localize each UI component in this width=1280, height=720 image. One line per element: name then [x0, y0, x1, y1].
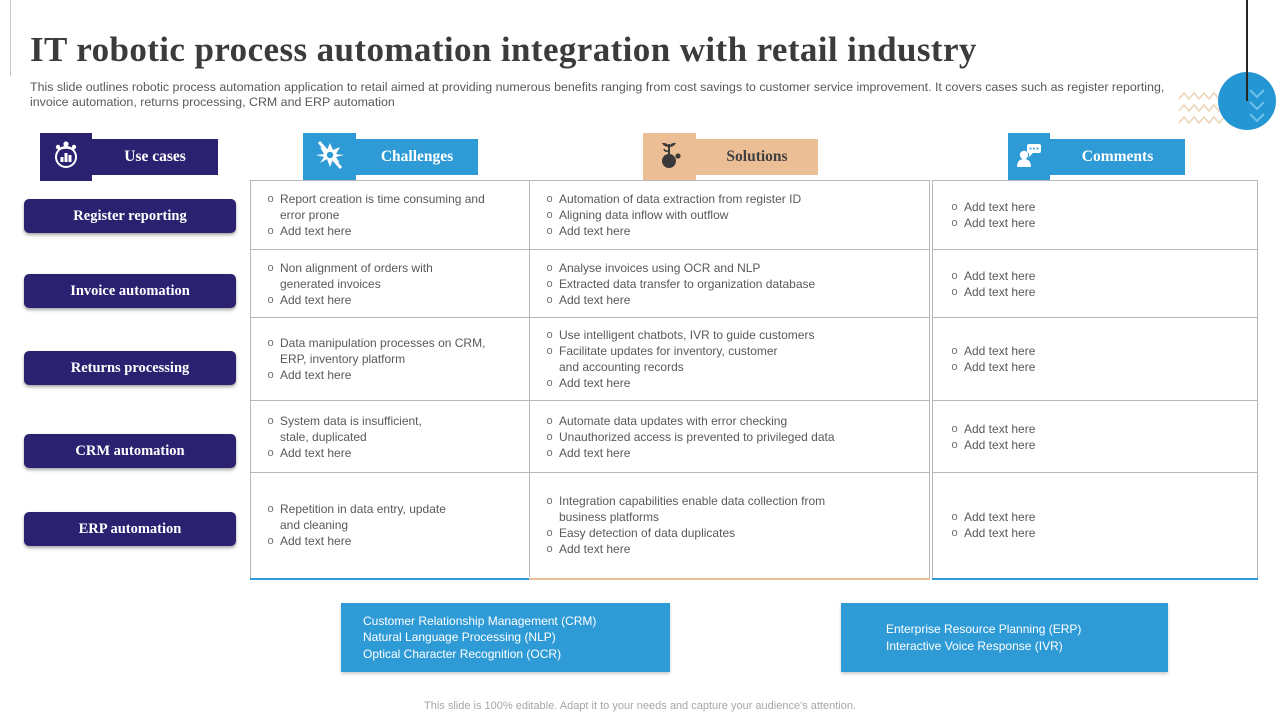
growing-plant-icon: [654, 138, 686, 177]
process-management-chart-icon: [49, 138, 83, 177]
challenges-cell[interactable]: Report creation is time consuming and er…: [251, 181, 529, 249]
challenge-text: System data is insufficient, stale, dupl…: [280, 413, 422, 444]
solution-text: Integration capabilities enable data col…: [559, 494, 826, 524]
challenge-text: Add text here: [280, 445, 352, 460]
table-row: Non alignment of orders with generated i…: [251, 250, 929, 318]
solutions-cell[interactable]: Automation of data extraction from regis…: [529, 181, 929, 249]
solution-text: Add text here: [559, 542, 631, 556]
comments-cell[interactable]: Add text here Add text here: [933, 181, 1257, 249]
challenge-text: Add text here: [280, 224, 352, 238]
solution-text: Automate data updates with error checkin…: [559, 413, 788, 428]
table-row: Repetition in data entry, update and cle…: [251, 473, 929, 577]
solutions-cell[interactable]: Analyse invoices using OCR and NLP Extra…: [529, 250, 929, 317]
comment-text: Add text here: [964, 200, 1036, 214]
table-row: Data manipulation processes on CRM, ERP,…: [251, 318, 929, 401]
challenges-cell[interactable]: Data manipulation processes on CRM, ERP,…: [251, 318, 529, 400]
challenges-cell[interactable]: Non alignment of orders with generated i…: [251, 250, 529, 317]
table-row: Add text here Add text here: [933, 181, 1257, 250]
footer-note: This slide is 100% editable. Adapt it to…: [424, 700, 856, 712]
solutions-cell[interactable]: Automate data updates with error checkin…: [529, 401, 929, 472]
comment-text: Add text here: [964, 526, 1036, 540]
table-row: Add text here Add text here: [933, 250, 1257, 318]
challenges-icon-box: [303, 133, 356, 181]
challenge-text: Add text here: [280, 292, 352, 307]
comment-text: Add text here: [964, 437, 1036, 452]
challenge-text: Add text here: [280, 534, 352, 548]
table-row: Add text here Add text here: [933, 318, 1257, 401]
table-row: Report creation is time consuming and er…: [251, 181, 929, 250]
comments-bottom-border: [932, 578, 1258, 580]
table-row: Add text here Add text here: [933, 473, 1257, 577]
use-cases-icon-box: [40, 133, 92, 181]
challenge-text: Add text here: [280, 368, 352, 382]
solutions-cell[interactable]: Integration capabilities enable data col…: [529, 473, 929, 577]
challenges-cell[interactable]: System data is insufficient, stale, dupl…: [251, 401, 529, 472]
comments-header: Comments: [1050, 139, 1185, 175]
challenge-text: Data manipulation processes on CRM, ERP,…: [280, 336, 486, 366]
comments-icon-box: [1008, 133, 1050, 181]
solutions-header: Solutions: [696, 139, 818, 175]
comment-text: Add text here: [964, 421, 1036, 436]
acronym-legend-erp-ivr[interactable]: Enterprise Resource Planning (ERP) Inter…: [841, 603, 1168, 672]
comment-text: Add text here: [964, 360, 1036, 374]
challenge-text: Repetition in data entry, update and cle…: [280, 502, 446, 532]
solution-text: Unauthorized access is prevented to priv…: [559, 429, 835, 444]
solution-text: Analyse invoices using OCR and NLP: [559, 260, 761, 275]
solution-text: Extracted data transfer to organization …: [559, 276, 816, 291]
solution-text: Add text here: [559, 445, 631, 460]
chevron-decoration: [1248, 88, 1274, 131]
solution-text: Add text here: [559, 224, 631, 238]
page-title: IT robotic process automation integratio…: [30, 30, 977, 69]
use-cases-header: Use cases: [92, 139, 218, 175]
use-case-button-invoice-automation[interactable]: Invoice automation: [24, 274, 236, 308]
challenges-header: Challenges: [356, 139, 478, 175]
solutions-cell[interactable]: Use intelligent chatbots, IVR to guide c…: [529, 318, 929, 400]
legend-text: Customer Relationship Management (CRM) N…: [363, 613, 597, 661]
acronym-legend-crm-nlp-ocr[interactable]: Customer Relationship Management (CRM) N…: [341, 603, 670, 672]
comments-cell[interactable]: Add text here Add text here: [933, 250, 1257, 317]
challenges-header-label: Challenges: [380, 148, 454, 165]
use-case-button-returns-processing[interactable]: Returns processing: [24, 351, 236, 385]
comment-text: Add text here: [964, 268, 1036, 283]
table-row: System data is insufficient, stale, dupl…: [251, 401, 929, 473]
challenges-solutions-table: Report creation is time consuming and er…: [250, 180, 930, 578]
comments-table: Add text here Add text here Add text her…: [932, 180, 1258, 578]
solution-text: Facilitate updates for inventory, custom…: [559, 344, 778, 374]
solution-text: Add text here: [559, 376, 631, 390]
use-cases-header-label: Use cases: [124, 148, 186, 165]
solution-text: Aligning data inflow with outflow: [559, 208, 729, 222]
comment-text: Add text here: [964, 344, 1036, 358]
left-edge-accent-line: [10, 0, 11, 76]
use-case-button-register-reporting[interactable]: Register reporting: [24, 199, 236, 233]
comments-header-label: Comments: [1081, 148, 1154, 165]
slide-subtitle: This slide outlines robotic process auto…: [30, 80, 1165, 109]
comment-text: Add text here: [964, 284, 1036, 299]
challenges-cell[interactable]: Repetition in data entry, update and cle…: [251, 473, 529, 577]
collision-conflict-icon: [313, 138, 347, 177]
challenge-text: Non alignment of orders with generated i…: [280, 260, 433, 291]
challenges-bottom-border: [250, 578, 529, 580]
challenge-text: Report creation is time consuming and er…: [280, 192, 485, 222]
vertical-line-decoration: [1246, 0, 1248, 101]
use-case-button-erp-automation[interactable]: ERP automation: [24, 512, 236, 546]
comments-cell[interactable]: Add text here Add text here: [933, 401, 1257, 472]
comments-cell[interactable]: Add text here Add text here: [933, 473, 1257, 577]
person-speech-bubble-icon: [1013, 138, 1045, 177]
solution-text: Easy detection of data duplicates: [559, 526, 736, 540]
table-row: Add text here Add text here: [933, 401, 1257, 473]
solutions-icon-box: [643, 133, 696, 181]
solutions-header-label: Solutions: [726, 148, 788, 165]
solution-text: Add text here: [559, 292, 631, 307]
legend-text: Enterprise Resource Planning (ERP) Inter…: [886, 622, 1082, 653]
solution-text: Use intelligent chatbots, IVR to guide c…: [559, 328, 815, 342]
comment-text: Add text here: [964, 216, 1036, 230]
comment-text: Add text here: [964, 510, 1036, 524]
solution-text: Automation of data extraction from regis…: [559, 192, 802, 206]
solutions-bottom-border: [529, 578, 930, 580]
use-case-button-crm-automation[interactable]: CRM automation: [24, 434, 236, 468]
comments-cell[interactable]: Add text here Add text here: [933, 318, 1257, 400]
